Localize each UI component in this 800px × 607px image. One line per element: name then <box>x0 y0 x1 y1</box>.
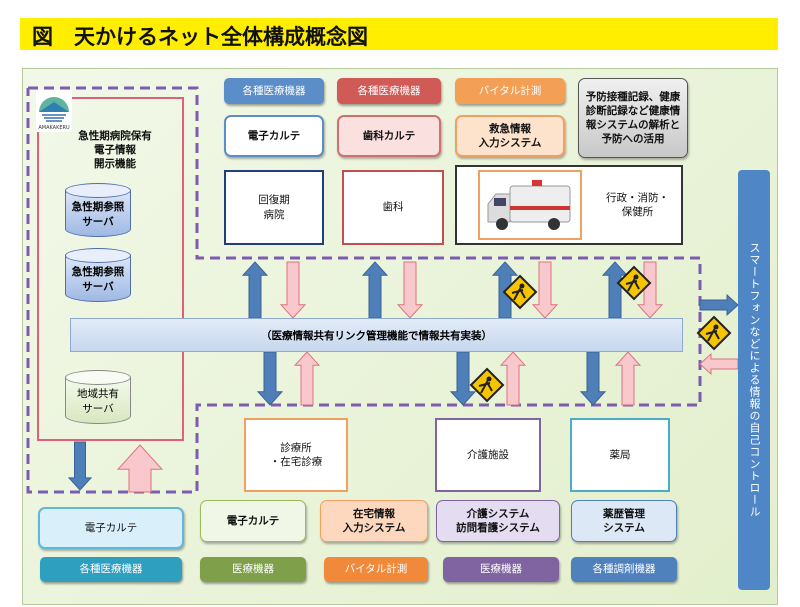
health-info-box: 予防接種記録、健康診断記録など健康情報システムの解析と予防への活用 <box>578 78 688 158</box>
dental-clinic-box: 歯科 <box>342 170 444 245</box>
ambulance-icon <box>478 170 582 240</box>
construction-warning-icon <box>616 265 652 301</box>
arrow-up-icon <box>499 351 527 406</box>
bottom-label-vitals: バイタル計測 <box>324 557 428 582</box>
arrow-up-icon <box>361 261 389 319</box>
arrow-down-icon <box>449 351 477 406</box>
arrow-up-icon <box>241 261 269 319</box>
smartphone-self-control-bar: スマートフォンなどによる情報の自己コントロール <box>738 170 770 590</box>
construction-warning-icon <box>469 367 505 403</box>
construction-warning-icon <box>696 315 732 351</box>
info-sharing-link-bar: （医療情報共有リンク管理機能で情報共有実装） <box>70 318 683 352</box>
amakakeru-logo: AMAKAKERU <box>36 90 72 132</box>
arrow-down-icon <box>531 261 559 319</box>
acute-server-2: 急性期参照 サーバ <box>65 248 131 302</box>
care-nursing-system-box: 介護システム 訪問看護システム <box>436 500 560 542</box>
svg-text:AMAKAKERU: AMAKAKERU <box>38 125 70 131</box>
arrow-up-icon <box>116 444 164 493</box>
arrow-up-icon <box>614 351 642 406</box>
top-label-devices-1: 各種医療機器 <box>224 78 324 104</box>
homecare-input-box: 在宅情報 入力システム <box>320 500 428 542</box>
arrow-down-icon <box>256 351 284 406</box>
care-facility-box: 介護施設 <box>435 418 541 492</box>
page-title: 図 天かけるネット全体構成概念図 <box>20 18 778 50</box>
arrow-left-icon <box>699 352 739 376</box>
ehr-box: 電子カルテ <box>224 115 324 157</box>
top-label-devices-2: 各種医療機器 <box>337 78 441 104</box>
dental-record-box: 歯科カルテ <box>337 115 441 157</box>
arrow-down-icon <box>579 351 607 406</box>
bottom-label-medical-1: 医療機器 <box>200 557 306 582</box>
arrow-right-icon <box>699 293 739 317</box>
arrow-down-icon <box>67 441 93 491</box>
rehab-hospital-box: 回復期 病院 <box>224 170 324 245</box>
dashed-region-boundary <box>26 86 702 494</box>
emergency-input-box: 救急情報 入力システム <box>455 115 565 157</box>
hospital-boundary <box>37 97 184 441</box>
arrow-down-icon <box>279 261 307 319</box>
bottom-ehr-1: 電子カルテ <box>38 507 184 549</box>
bottom-label-medical-2: 医療機器 <box>443 557 559 582</box>
regional-shared-server: 地域共有 サーバ <box>65 370 131 424</box>
arrow-down-icon <box>396 261 424 319</box>
top-label-vitals: バイタル計測 <box>455 78 565 104</box>
construction-warning-icon <box>502 274 538 310</box>
medication-history-box: 薬歴管理 システム <box>571 500 677 542</box>
pharmacy-box: 薬局 <box>570 418 670 492</box>
acute-server-1: 急性期参照 サーバ <box>65 183 131 237</box>
bottom-label-dispensing: 各種調剤機器 <box>571 557 677 582</box>
arrow-up-icon <box>601 261 629 319</box>
bottom-label-devices: 各種医療機器 <box>40 557 182 582</box>
hospital-label: 急性期病院保有 電子情報 開示機能 <box>78 129 152 171</box>
arrow-up-icon <box>293 351 321 406</box>
clinic-homecare-box: 診療所 ・在宅診療 <box>244 418 348 492</box>
bottom-ehr-2: 電子カルテ <box>200 500 306 542</box>
